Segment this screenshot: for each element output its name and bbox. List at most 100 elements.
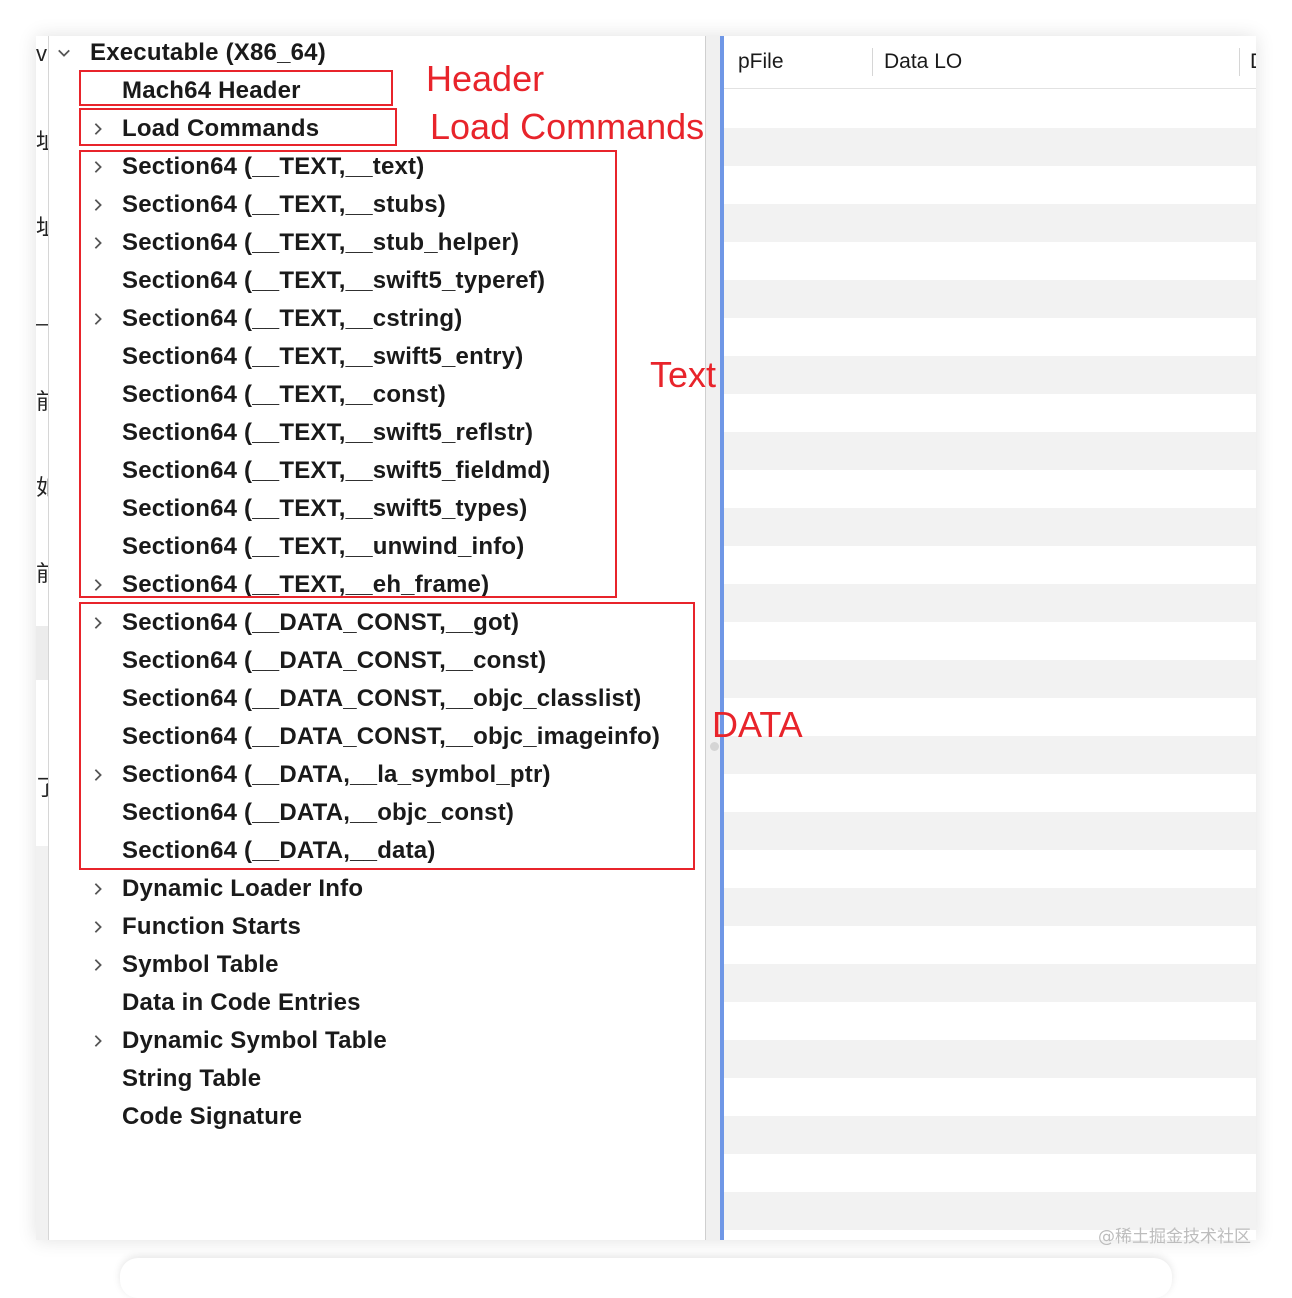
- annotation-text: Text: [650, 354, 717, 395]
- chevron-down-icon[interactable]: [57, 46, 71, 60]
- left-strip-glyph: 如: [36, 476, 48, 500]
- table-row[interactable]: [724, 850, 1256, 888]
- tree-item[interactable]: Section64 (__DATA,__la_symbol_ptr): [49, 756, 705, 794]
- tree-item[interactable]: Section64 (__TEXT,__swift5_typeref): [49, 262, 705, 300]
- table-row[interactable]: [724, 584, 1256, 622]
- table-row[interactable]: [724, 698, 1256, 736]
- chevron-right-icon[interactable]: [91, 160, 105, 174]
- table-row[interactable]: [724, 964, 1256, 1002]
- tree-item[interactable]: Dynamic Loader Info: [49, 870, 705, 908]
- tree-item-label: Section64 (__TEXT,__eh_frame): [122, 571, 490, 598]
- tree-item[interactable]: Section64 (__TEXT,__eh_frame): [49, 566, 705, 604]
- tree-item[interactable]: Code Signature: [49, 1098, 705, 1136]
- tree-item-label: Section64 (__DATA,__data): [122, 837, 436, 864]
- tree-item-label: Section64 (__DATA_CONST,__objc_imageinfo…: [122, 723, 661, 750]
- column-header-data-lo[interactable]: Data LO: [884, 50, 963, 73]
- tree-item-label: Dynamic Loader Info: [122, 875, 364, 902]
- tree-item[interactable]: Dynamic Symbol Table: [49, 1022, 705, 1060]
- table-row[interactable]: [724, 1230, 1256, 1240]
- table-row[interactable]: [724, 888, 1256, 926]
- tree-item[interactable]: Section64 (__DATA_CONST,__got): [49, 604, 705, 642]
- tree-item[interactable]: Section64 (__TEXT,__swift5_types): [49, 490, 705, 528]
- table-row[interactable]: [724, 546, 1256, 584]
- split-view-divider[interactable]: [705, 36, 724, 1240]
- chevron-right-icon[interactable]: [91, 768, 105, 782]
- chevron-right-icon[interactable]: [91, 236, 105, 250]
- tree-item[interactable]: Section64 (__TEXT,__swift5_fieldmd): [49, 452, 705, 490]
- table-row[interactable]: [724, 1192, 1256, 1230]
- column-separator[interactable]: [1239, 48, 1240, 76]
- divider-grip-icon[interactable]: [710, 742, 719, 751]
- table-row[interactable]: [724, 318, 1256, 356]
- tree-root-executable[interactable]: Executable (X86_64): [49, 36, 705, 72]
- chevron-right-icon[interactable]: [91, 578, 105, 592]
- chevron-right-icon[interactable]: [91, 882, 105, 896]
- tree-item[interactable]: Section64 (__DATA,__data): [49, 832, 705, 870]
- tree-item[interactable]: Section64 (__DATA_CONST,__objc_imageinfo…: [49, 718, 705, 756]
- tree-item[interactable]: String Table: [49, 1060, 705, 1098]
- tree-item-label: Section64 (__DATA,__objc_const): [122, 799, 515, 826]
- tree-item[interactable]: Section64 (__TEXT,__stubs): [49, 186, 705, 224]
- tree-item[interactable]: Section64 (__TEXT,__const): [49, 376, 705, 414]
- table-row[interactable]: [724, 926, 1256, 964]
- table-row[interactable]: [724, 1154, 1256, 1192]
- column-header-clipped[interactable]: D: [1250, 36, 1256, 88]
- left-clipped-panel: v 址 址 _ 前 如 前 了: [36, 36, 49, 1240]
- tree-item[interactable]: Section64 (__DATA,__objc_const): [49, 794, 705, 832]
- tree-item-label: Section64 (__TEXT,__swift5_entry): [122, 343, 524, 370]
- tree-item-label: Data in Code Entries: [122, 989, 361, 1016]
- tree-item[interactable]: Load Commands: [49, 110, 705, 148]
- tree-item-label: Section64 (__TEXT,__const): [122, 381, 446, 408]
- table-row[interactable]: [724, 128, 1256, 166]
- table-row[interactable]: [724, 356, 1256, 394]
- table-row[interactable]: [724, 508, 1256, 546]
- table-row[interactable]: [724, 812, 1256, 850]
- tree-item-label: Section64 (__TEXT,__stubs): [122, 191, 446, 218]
- chevron-right-icon[interactable]: [91, 122, 105, 136]
- table-row[interactable]: [724, 242, 1256, 280]
- table-row[interactable]: [724, 470, 1256, 508]
- chevron-right-icon[interactable]: [91, 312, 105, 326]
- table-row[interactable]: [724, 1078, 1256, 1116]
- column-separator[interactable]: [872, 48, 873, 76]
- tree-item[interactable]: Section64 (__TEXT,__unwind_info): [49, 528, 705, 566]
- tree-item[interactable]: Section64 (__DATA_CONST,__objc_classlist…: [49, 680, 705, 718]
- table-row[interactable]: [724, 90, 1256, 128]
- tree-item-label: Section64 (__TEXT,__swift5_typeref): [122, 267, 546, 294]
- tree-item-label: Mach64 Header: [122, 77, 301, 104]
- table-row[interactable]: [724, 1116, 1256, 1154]
- tree-item[interactable]: Mach64 Header: [49, 72, 705, 110]
- tree-item[interactable]: Section64 (__TEXT,__cstring): [49, 300, 705, 338]
- table-row[interactable]: [724, 166, 1256, 204]
- table-row[interactable]: [724, 204, 1256, 242]
- chevron-right-icon[interactable]: [91, 1034, 105, 1048]
- tree-item[interactable]: Section64 (__TEXT,__swift5_reflstr): [49, 414, 705, 452]
- tree-item[interactable]: Data in Code Entries: [49, 984, 705, 1022]
- focus-ring-line: [720, 36, 724, 1240]
- table-row[interactable]: [724, 432, 1256, 470]
- tree-item-label: Section64 (__TEXT,__cstring): [122, 305, 463, 332]
- tree-item[interactable]: Section64 (__TEXT,__swift5_entry): [49, 338, 705, 376]
- tree-item-label: Section64 (__TEXT,__unwind_info): [122, 533, 525, 560]
- left-strip-glyph: 了: [36, 776, 48, 800]
- table-row[interactable]: [724, 660, 1256, 698]
- tree-item[interactable]: Section64 (__TEXT,__stub_helper): [49, 224, 705, 262]
- tree-item[interactable]: Section64 (__DATA_CONST,__const): [49, 642, 705, 680]
- table-row[interactable]: [724, 622, 1256, 660]
- tree-item[interactable]: Function Starts: [49, 908, 705, 946]
- table-row[interactable]: [724, 1040, 1256, 1078]
- chevron-right-icon[interactable]: [91, 616, 105, 630]
- chevron-right-icon[interactable]: [91, 920, 105, 934]
- table-row[interactable]: [724, 394, 1256, 432]
- tree-item[interactable]: Symbol Table: [49, 946, 705, 984]
- tree-item[interactable]: Section64 (__TEXT,__text): [49, 148, 705, 186]
- table-row[interactable]: [724, 736, 1256, 774]
- chevron-right-icon[interactable]: [91, 198, 105, 212]
- table-row[interactable]: [724, 774, 1256, 812]
- tree-item-label: Section64 (__DATA_CONST,__const): [122, 647, 547, 674]
- chevron-right-icon[interactable]: [91, 958, 105, 972]
- column-header-pfile[interactable]: pFile: [738, 50, 784, 73]
- table-row[interactable]: [724, 1002, 1256, 1040]
- table-row[interactable]: [724, 280, 1256, 318]
